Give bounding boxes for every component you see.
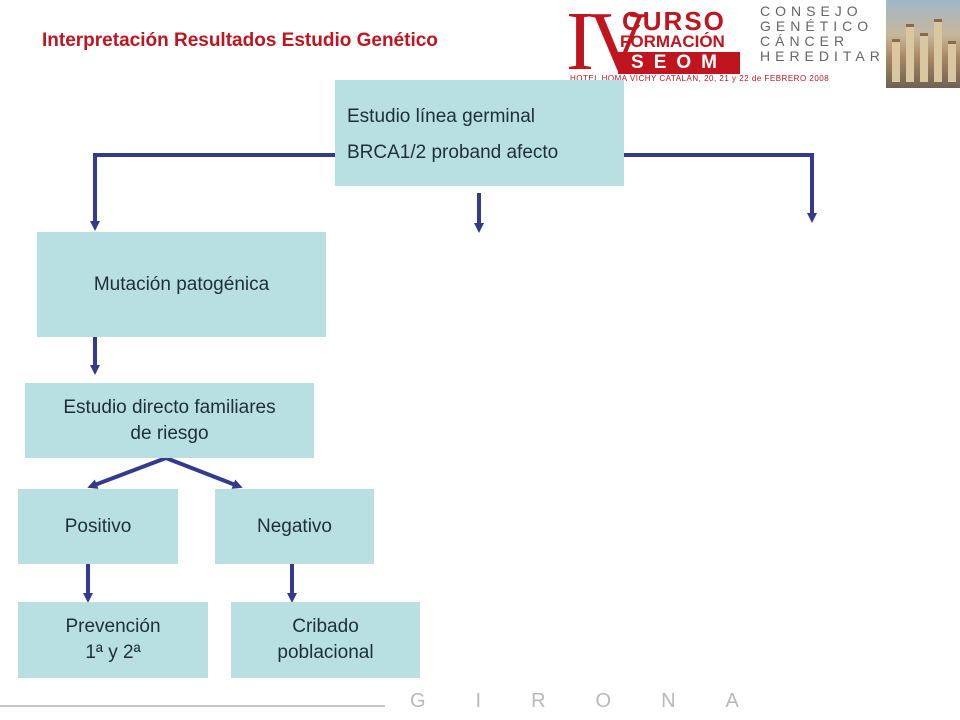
- logo-event-text: HOTEL HOMA VICHY CATALAN, 20, 21 y 22 de…: [570, 74, 830, 83]
- box-cribado-poblacional: Cribado poblacional: [231, 602, 420, 678]
- logo-seom: SEOM: [618, 52, 740, 74]
- germinal-line2: BRCA1/2 proband afecto: [347, 141, 559, 163]
- box-positivo: Positivo: [18, 489, 178, 564]
- estudio-line1: Estudio directo familiares: [63, 396, 276, 418]
- connector-estudio-positivo: [87, 456, 167, 489]
- footer-city: GIRONA: [410, 690, 789, 712]
- prevencion-line2: 1ª y 2ª: [85, 642, 141, 663]
- girona-photo: [886, 0, 960, 88]
- connector-estudio-negativo: [165, 456, 243, 489]
- logo-consejo-line: CONSEJO: [760, 3, 863, 19]
- logo-consejo-line: CÁNCER: [760, 33, 850, 49]
- box-estudio-linea-germinal: Estudio línea germinal BRCA1/2 proband a…: [335, 80, 624, 186]
- connector-right: [624, 153, 817, 223]
- footer-divider: [0, 705, 385, 707]
- box-estudio-directo-familiares: Estudio directo familiares de riesgo: [25, 383, 314, 458]
- logo-formacion: FORMACIÓN: [620, 32, 725, 51]
- logo-consejo-line: GENÉTICO: [760, 18, 874, 34]
- prevencion-line1: Prevención: [65, 616, 161, 638]
- negativo-label: Negativo: [257, 515, 332, 537]
- connector-left: [90, 153, 335, 231]
- logo-consejo: CONSEJO GENÉTICO CÁNCER HEREDITARIO: [760, 3, 910, 64]
- course-logo: IV CURSO FORMACIÓN SEOM CONSEJO GENÉTICO…: [560, 0, 960, 90]
- cribado-line2: poblacional: [277, 642, 374, 663]
- logo-curso: CURSO: [622, 6, 726, 36]
- box-negativo: Negativo: [215, 489, 374, 564]
- mutacion-label: Mutación patogénica: [93, 273, 270, 295]
- box-prevencion: Prevención 1ª y 2ª: [18, 602, 208, 678]
- germinal-line1: Estudio línea germinal: [347, 106, 535, 127]
- logo-consejo-line: HEREDITARIO: [760, 48, 910, 64]
- cribado-line1: Cribado: [292, 616, 359, 638]
- page-title: Interpretación Resultados Estudio Genéti…: [42, 30, 438, 51]
- estudio-line2: de riesgo: [130, 422, 209, 444]
- box-mutacion-patogenica: Mutación patogénica: [37, 232, 326, 337]
- positivo-label: Positivo: [64, 515, 132, 537]
